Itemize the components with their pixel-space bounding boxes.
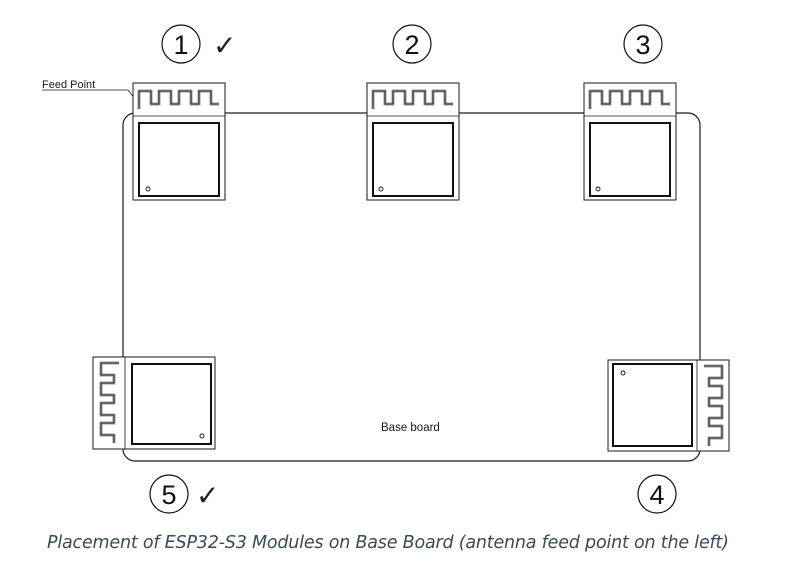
- position-3-marker: 3: [623, 24, 663, 64]
- module-4: [607, 359, 730, 452]
- pin1-marker: [378, 186, 384, 192]
- base-board-label: Base board: [381, 422, 440, 434]
- position-4-marker: 4: [637, 474, 677, 514]
- feed-point-leader: [42, 89, 147, 114]
- position-5-marker: 5: [149, 474, 189, 514]
- shield-can: [612, 363, 693, 447]
- pin1-marker: [199, 433, 205, 439]
- shield-can: [372, 122, 454, 197]
- position-5-check-mark: ✓: [196, 480, 219, 511]
- shield-can: [131, 363, 212, 445]
- module-2: [366, 82, 460, 201]
- position-2-marker: 2: [392, 24, 432, 64]
- module-5: [92, 356, 216, 450]
- figure-caption: Placement of ESP32-S3 Modules on Base Bo…: [47, 533, 729, 553]
- module-1: [132, 82, 226, 201]
- shield-can: [138, 122, 220, 197]
- shield-can: [589, 122, 671, 197]
- pin1-marker: [595, 186, 601, 192]
- pin1-marker: [145, 186, 151, 192]
- position-4-number: 4: [649, 480, 664, 510]
- feed-point-label: Feed Point: [42, 79, 95, 91]
- position-5-number: 5: [161, 480, 176, 510]
- pin1-marker: [620, 370, 626, 376]
- module-3: [583, 82, 677, 201]
- position-3-number: 3: [635, 30, 650, 60]
- position-2-number: 2: [404, 30, 419, 60]
- placement-diagram: Base board Feed Point: [42, 24, 730, 514]
- position-1-check-mark: ✓: [213, 30, 236, 61]
- position-1-number: 1: [173, 30, 188, 60]
- position-1-marker: 1: [161, 24, 201, 64]
